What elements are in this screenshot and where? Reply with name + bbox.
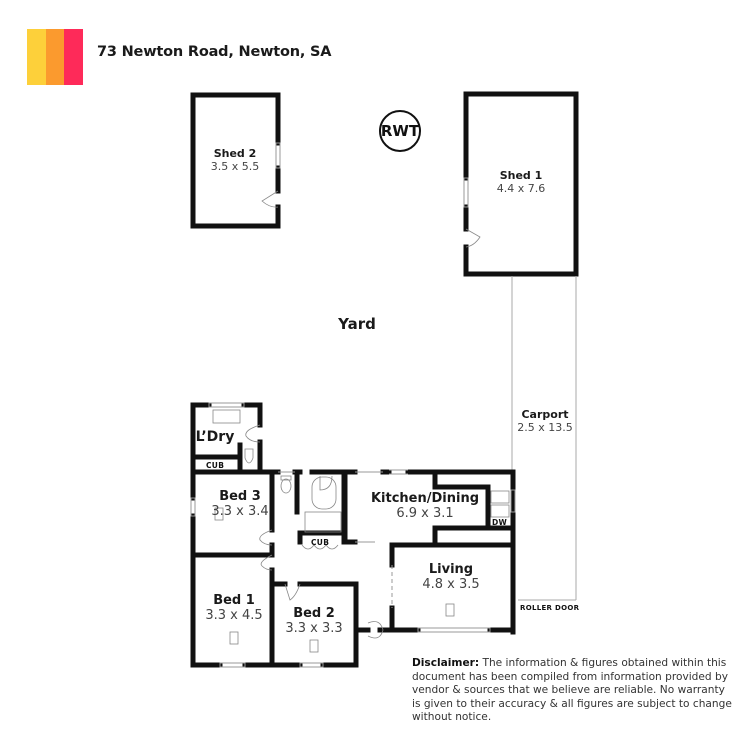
hall-cupboard-label: CUB bbox=[311, 538, 330, 547]
room-dims: 3.5 x 5.5 bbox=[210, 159, 260, 173]
agency-logo bbox=[27, 29, 84, 85]
room-shed-1: Shed 1 4.4 x 7.6 bbox=[496, 169, 546, 195]
disclaimer-text: The information & figures obtained withi… bbox=[412, 657, 732, 724]
room-dims: 3.3 x 4.5 bbox=[205, 607, 263, 623]
room-dims: 2.5 x 13.5 bbox=[517, 420, 573, 434]
room-dims: 4.4 x 7.6 bbox=[496, 181, 546, 195]
room-living: Living 4.8 x 3.5 bbox=[422, 562, 480, 593]
room-dims: 3.3 x 3.4 bbox=[211, 503, 269, 519]
room-name: Living bbox=[428, 562, 474, 577]
room-name: Shed 2 bbox=[213, 147, 257, 160]
area-yard: Yard bbox=[338, 315, 376, 333]
room-bed-2: Bed 2 3.3 x 3.3 bbox=[285, 606, 343, 637]
room-bed-3: Bed 3 3.3 x 3.4 bbox=[211, 489, 269, 520]
room-name: Bed 1 bbox=[213, 593, 255, 608]
room-name: L’Dry bbox=[195, 429, 235, 445]
room-name: Yard bbox=[338, 315, 376, 333]
rainwater-tank-symbol: RWT bbox=[379, 110, 421, 152]
windows bbox=[190, 402, 516, 668]
carport-outline bbox=[511, 276, 577, 601]
fixtures bbox=[212, 409, 510, 653]
room-name: Carport bbox=[521, 408, 569, 421]
logo-stripe-yellow bbox=[27, 29, 46, 85]
logo-stripe-orange bbox=[45, 29, 65, 85]
house-walls bbox=[190, 402, 516, 668]
room-kitchen-dining: Kitchen/Dining 6.9 x 3.1 bbox=[370, 491, 480, 522]
room-carport: Carport 2.5 x 13.5 bbox=[517, 408, 573, 434]
disclaimer: Disclaimer: The information & figures ob… bbox=[412, 657, 732, 725]
shed-1-walls bbox=[463, 91, 579, 277]
laundry-cupboard-label: CUB bbox=[206, 461, 225, 470]
room-name: Bed 3 bbox=[219, 489, 261, 504]
room-bed-1: Bed 1 3.3 x 4.5 bbox=[205, 593, 263, 624]
dishwasher-label: DW bbox=[492, 518, 508, 527]
logo-stripe-pink bbox=[64, 29, 84, 85]
disclaimer-label: Disclaimer: bbox=[412, 657, 480, 669]
property-address: 73 Newton Road, Newton, SA bbox=[97, 44, 332, 60]
roller-door-label: ROLLER DOOR bbox=[520, 604, 580, 612]
room-name: Shed 1 bbox=[499, 169, 543, 182]
shed-2-walls bbox=[190, 92, 281, 229]
room-shed-2: Shed 2 3.5 x 5.5 bbox=[210, 147, 260, 173]
room-name: Bed 2 bbox=[293, 606, 335, 621]
room-dims: 6.9 x 3.1 bbox=[396, 505, 454, 521]
room-name: Kitchen/Dining bbox=[370, 491, 480, 506]
room-dims: 4.8 x 3.5 bbox=[422, 576, 480, 592]
rwt-label: RWT bbox=[380, 122, 420, 140]
room-dims: 3.3 x 3.3 bbox=[285, 620, 343, 636]
room-laundry: L’Dry bbox=[196, 429, 235, 445]
